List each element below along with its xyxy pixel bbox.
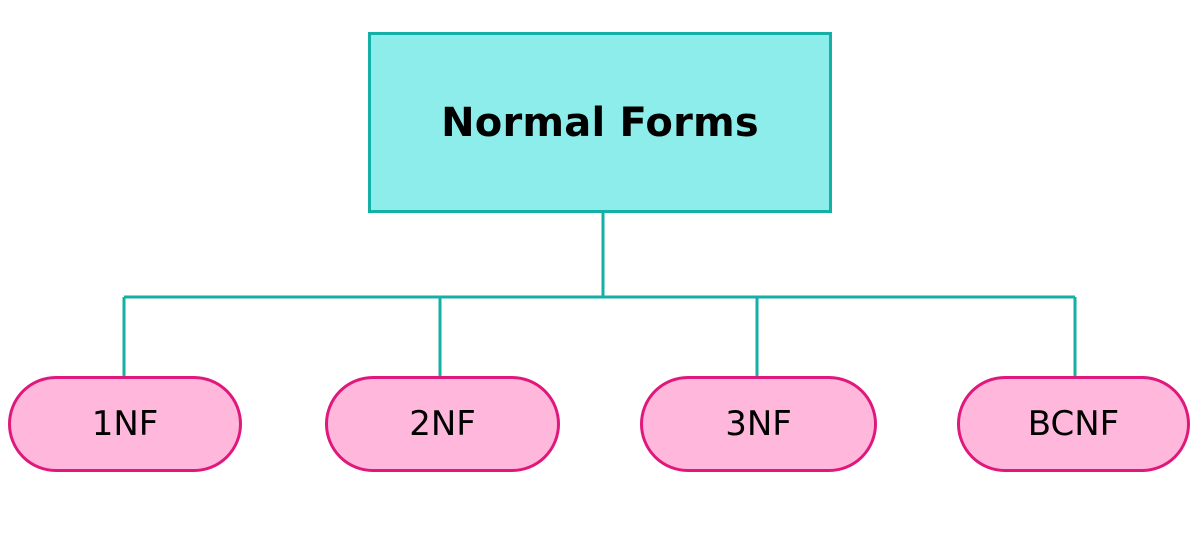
node-bcnf-label: BCNF [1027,404,1120,444]
node-2nf[interactable]: 2NF [325,376,560,472]
node-3nf-label: 3NF [725,404,792,444]
node-3nf[interactable]: 3NF [640,376,877,472]
node-normal-forms[interactable]: Normal Forms [368,32,832,213]
node-1nf-label: 1NF [91,404,159,444]
node-normal-forms-label: Normal Forms [441,99,759,146]
node-bcnf[interactable]: BCNF [957,376,1190,472]
node-1nf[interactable]: 1NF [8,376,242,472]
node-2nf-label: 2NF [409,404,476,444]
